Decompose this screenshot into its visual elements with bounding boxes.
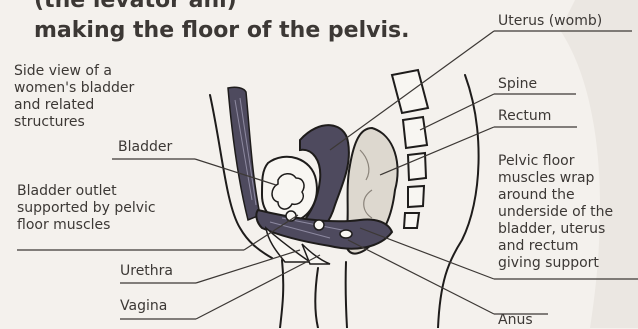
label-urethra: Urethra bbox=[120, 263, 173, 280]
label-uterus: Uterus (womb) bbox=[498, 13, 602, 30]
diagram-heading: (the levator ani) making the floor of th… bbox=[34, 0, 409, 46]
label-rectum: Rectum bbox=[498, 108, 551, 125]
label-anus: Anus bbox=[498, 312, 533, 329]
heading-line-1: (the levator ani) bbox=[34, 0, 409, 16]
spine-vertebrae bbox=[392, 70, 428, 228]
label-bladder: Bladder bbox=[118, 139, 172, 156]
label-spine: Spine bbox=[498, 76, 537, 93]
label-vagina: Vagina bbox=[120, 298, 167, 315]
heading-line-2: making the floor of the pelvis. bbox=[34, 16, 409, 46]
label-pelvic-floor: Pelvic floor muscles wrap around the und… bbox=[498, 153, 613, 272]
diagram-caption: Side view of a women's bladder and relat… bbox=[14, 63, 134, 131]
label-bladder-outlet: Bladder outlet supported by pelvic floor… bbox=[17, 183, 156, 234]
